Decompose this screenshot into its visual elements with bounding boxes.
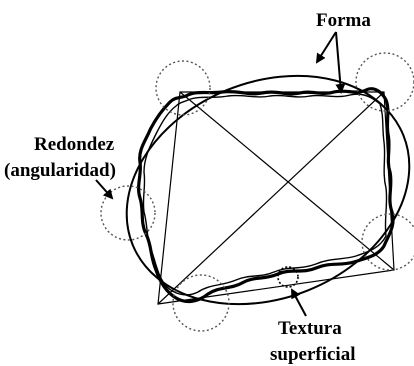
diagonal-line [157,91,385,305]
label-superficial: superficial [270,344,356,365]
particle-outline [136,87,395,304]
forma-arrow-to-outline [335,31,346,94]
roundness-circle-top-left [155,60,211,116]
label-textura: Textura [278,318,342,339]
roundness-circle-bottom-left [172,274,230,332]
forma-arrow-to-ellipse [315,31,337,64]
diagonal-line [179,91,395,271]
label-forma: Forma [316,10,371,31]
redondez-arrow [95,179,114,200]
roundness-circle-right [361,213,414,271]
label-angularidad: (angularidad) [4,160,116,181]
roundness-circle-top-right [355,52,414,112]
textura-arrow [291,288,307,317]
form-ellipse [125,74,411,306]
label-redondez: Redondez [34,134,115,155]
texture-circle [277,266,299,288]
roundness-circle-left [100,185,156,241]
form-quadrilateral [157,91,395,305]
particle-outline-inner [142,93,388,296]
